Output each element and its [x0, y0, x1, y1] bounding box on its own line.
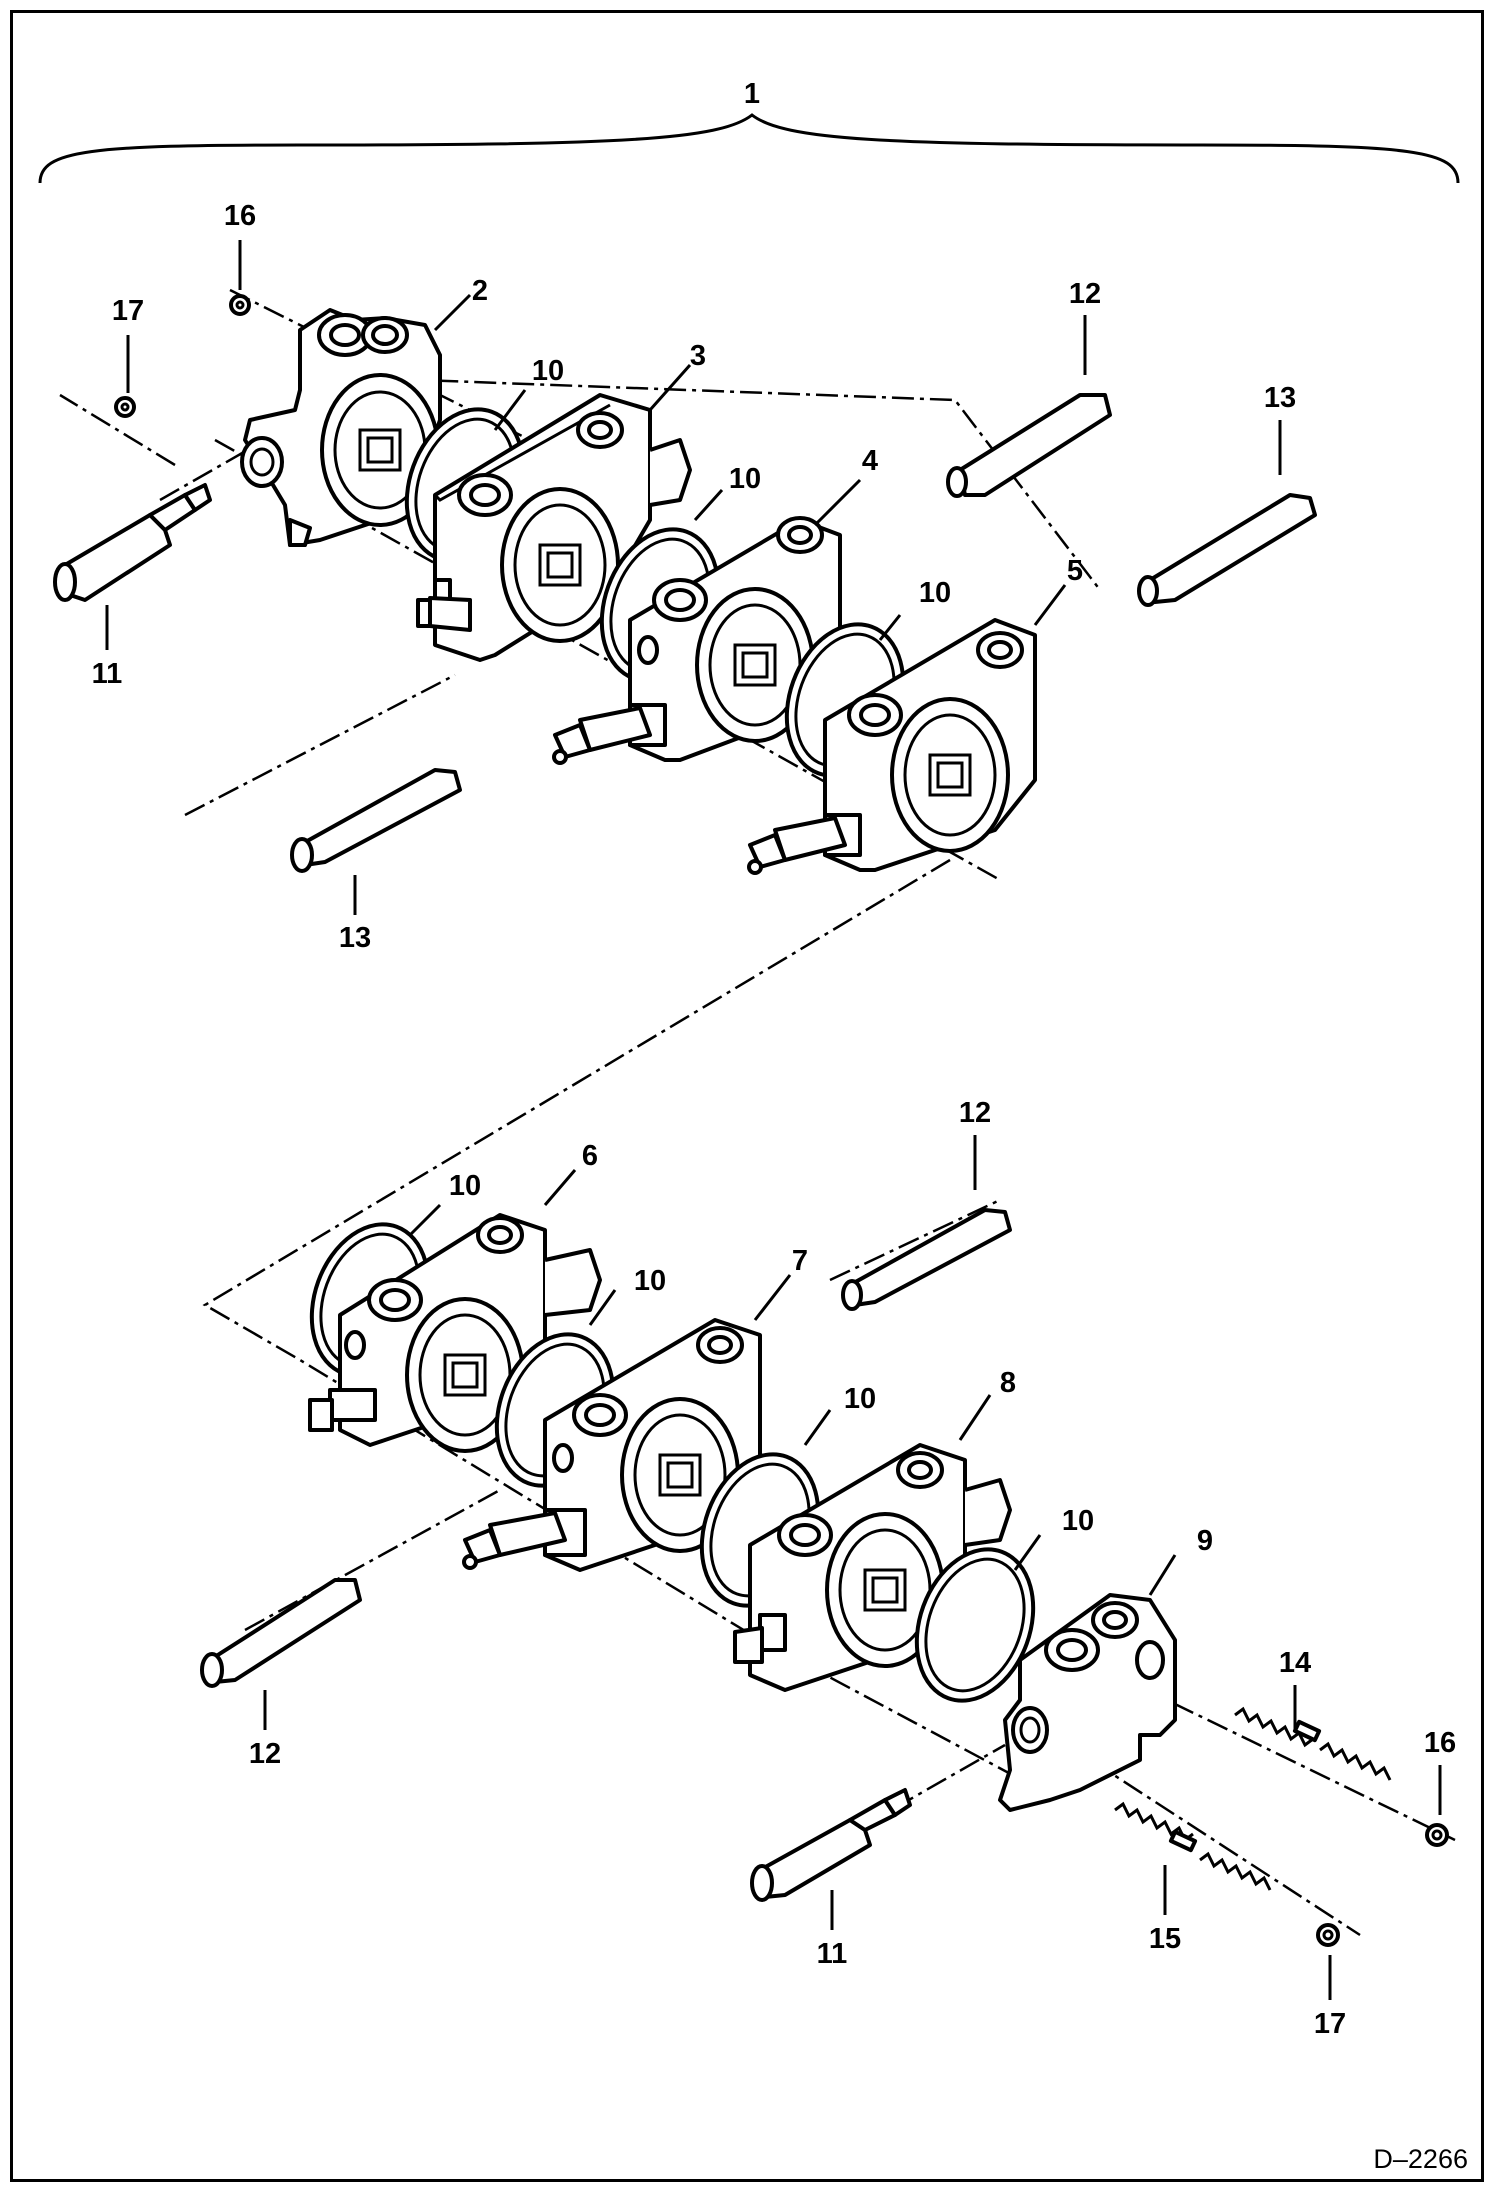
- inlet-section-part-2: [240, 308, 442, 547]
- nut-part-17-upper: [114, 396, 136, 418]
- relief-valve-part-13-left: [290, 768, 462, 873]
- relief-valve-part-12-upper: [946, 393, 1112, 498]
- nut-part-16-lower: [1425, 1823, 1449, 1847]
- callout-2: 2: [472, 275, 488, 307]
- callout-10-c: 10: [919, 577, 951, 609]
- callout-10-f: 10: [844, 1383, 876, 1415]
- callout-11-upper: 11: [92, 658, 123, 690]
- axis-lower-7: [1104, 1668, 1456, 1842]
- leader-lines: [105, 240, 1442, 2000]
- relief-valve-part-13-right: [1137, 493, 1317, 607]
- callout-3: 3: [690, 340, 706, 372]
- nut-part-16-upper: [229, 294, 251, 316]
- callout-10-e: 10: [634, 1265, 666, 1297]
- callout-10-d: 10: [449, 1170, 481, 1202]
- o-ring-part-10-g: [914, 1547, 1036, 1703]
- callout-10-b: 10: [729, 463, 761, 495]
- callout-13-right: 13: [1264, 382, 1296, 414]
- callout-14: 14: [1279, 1647, 1311, 1679]
- axis-lower-6: [244, 1488, 501, 1632]
- callout-1: 1: [744, 78, 760, 110]
- relief-valve-part-11-lower: [750, 1788, 912, 1902]
- callout-13-left: 13: [339, 922, 371, 954]
- callout-12-mid: 12: [959, 1097, 991, 1129]
- callout-4: 4: [862, 445, 878, 477]
- assembly-brace: [38, 113, 1460, 184]
- callout-10-g: 10: [1062, 1505, 1094, 1537]
- nut-part-17-lower: [1316, 1923, 1340, 1947]
- callout-6: 6: [582, 1140, 598, 1172]
- axis-upper-2: [59, 393, 176, 467]
- relief-valve-part-11-upper: [53, 483, 212, 602]
- axis-upper-1: [214, 438, 1001, 882]
- callout-10-a: 10: [532, 355, 564, 387]
- relief-valve-part-12-top: [841, 1208, 1012, 1311]
- callout-11-lower: 11: [817, 1938, 848, 1970]
- callout-16-lower: 16: [1424, 1727, 1456, 1759]
- diagram-frame: [10, 10, 1484, 2182]
- callout-15: 15: [1149, 1923, 1181, 1955]
- axis-upper-5: [184, 673, 456, 817]
- callout-17-lower: 17: [1314, 2008, 1346, 2040]
- callout-9: 9: [1197, 1525, 1213, 1557]
- assembly-axis-lower: [202, 858, 1051, 1797]
- callout-16-upper: 16: [224, 200, 256, 232]
- callout-12-upper: 12: [1069, 278, 1101, 310]
- callout-12-lower: 12: [249, 1738, 281, 1770]
- spring-part-14: [1234, 1706, 1392, 1781]
- relief-valve-part-12-bottom: [200, 1578, 362, 1688]
- valve-section-part-3: [416, 393, 692, 662]
- valve-section-part-5: [747, 618, 1037, 875]
- outlet-section-part-9: [998, 1593, 1177, 1812]
- callout-8: 8: [1000, 1367, 1016, 1399]
- callout-17-upper: 17: [112, 295, 144, 327]
- callout-5: 5: [1067, 555, 1083, 587]
- drawing-code: D–2266: [1373, 2144, 1468, 2174]
- spring-part-15: [1114, 1801, 1272, 1891]
- axis-lower-10: [829, 1198, 1001, 1282]
- callout-7: 7: [792, 1245, 808, 1277]
- valve-section-part-6: [308, 1213, 602, 1453]
